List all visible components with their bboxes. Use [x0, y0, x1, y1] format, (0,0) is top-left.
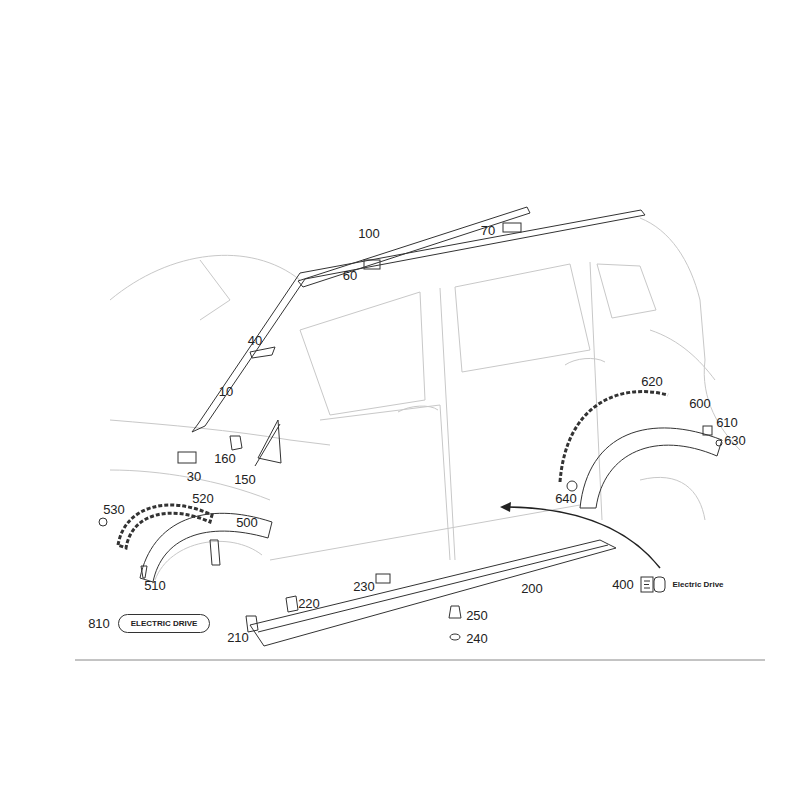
callout-number: 240 [466, 632, 488, 645]
callout-number: 200 [521, 582, 543, 595]
callout-number: 160 [214, 452, 236, 465]
badge-box: ELECTRIC DRIVE [118, 614, 210, 633]
callout-number: 640 [555, 492, 577, 505]
callout-number: 60 [343, 269, 357, 282]
callout-number: 210 [227, 631, 249, 644]
callout-number: 530 [103, 503, 125, 516]
callout-number: 10 [219, 385, 233, 398]
callout-number: 520 [192, 492, 214, 505]
callout-number: 610 [716, 416, 738, 429]
callout-number: 70 [481, 224, 495, 237]
callout-number: 630 [724, 434, 746, 447]
callout-number: 810 [88, 617, 110, 630]
badge-text: Electric Drive [672, 581, 723, 589]
callout-number: 250 [466, 609, 488, 622]
callout-number: 500 [236, 516, 258, 529]
callout-number: 220 [298, 597, 320, 610]
callout-number: 100 [358, 227, 380, 240]
callout-number: 30 [187, 470, 201, 483]
callout-number: 510 [144, 579, 166, 592]
callout-number: 40 [248, 334, 262, 347]
callout-number: 600 [689, 397, 711, 410]
callout-number: 150 [234, 473, 256, 486]
callout-number: 400 [612, 578, 634, 591]
callout-number: 230 [353, 580, 375, 593]
callout-number: 620 [641, 375, 663, 388]
badge-text: ELECTRIC DRIVE [131, 619, 198, 628]
